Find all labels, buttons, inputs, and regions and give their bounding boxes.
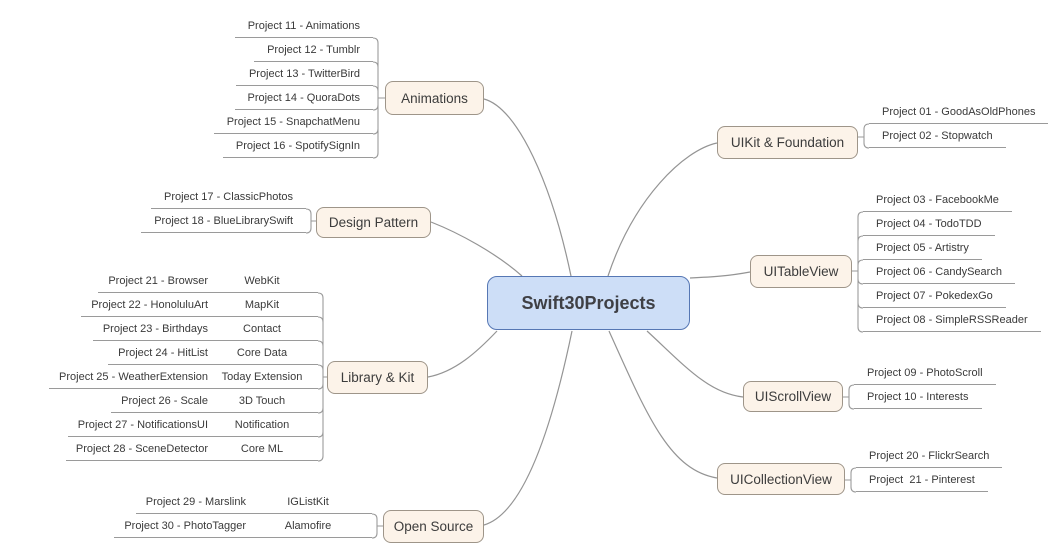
open-source-bracket: [371, 513, 383, 539]
branch-uicollectionview[interactable]: UICollectionView: [717, 463, 845, 495]
topic-project-26[interactable]: Project 26 - Scale 3D Touch: [111, 390, 318, 413]
topic-project-13[interactable]: Project 13 - TwitterBird: [235, 63, 373, 86]
topic-project-20[interactable]: Project 20 - FlickrSearch: [856, 445, 1003, 468]
branch-uitableview[interactable]: UITableView: [750, 255, 852, 288]
topic-label: Project 29 - Marslink: [145, 495, 246, 508]
uikit-foundation-bracket: [858, 123, 870, 149]
topic-project-18[interactable]: Project 18 - BlueLibrarySwift: [141, 210, 306, 233]
topic-project-08[interactable]: Project 08 - SimpleRSSReader: [863, 309, 1041, 332]
topic-project-01[interactable]: Project 01 - GoodAsOldPhones: [869, 101, 1049, 124]
topic-project-16[interactable]: Project 16 - SpotifySignIn: [222, 135, 373, 158]
topic-label: Project 26 - Scale: [121, 394, 208, 407]
topic-tag: Notification: [234, 418, 290, 431]
topic-project-23[interactable]: Project 23 - Birthdays Contact: [92, 318, 318, 341]
branch-design-pattern[interactable]: Design Pattern: [316, 207, 431, 238]
main-curves: [427, 98, 751, 526]
topic-project-21[interactable]: Project 21 - Browser WebKit: [98, 270, 318, 293]
branch-library-kit[interactable]: Library & Kit: [327, 361, 428, 394]
topic-tag: 3D Touch: [238, 394, 286, 407]
design-pattern-bracket: [305, 208, 316, 234]
animations-bracket: [372, 37, 385, 159]
topic-tag: Core Data: [236, 346, 288, 359]
topic-label: Project 22 - HonoluluArt: [91, 298, 208, 311]
uicollectionview-bracket: [845, 467, 857, 493]
topic-label: Project 27 - NotificationsUI: [77, 418, 208, 431]
topic-project-04[interactable]: Project 04 - TodoTDD: [863, 213, 995, 236]
branch-uiscrollview[interactable]: UIScrollView: [743, 381, 843, 412]
topic-project-21-pinterest[interactable]: Project 21 - Pinterest: [856, 469, 988, 492]
topic-project-29[interactable]: Project 29 - Marslink IGListKit: [135, 491, 372, 514]
topic-project-28[interactable]: Project 28 - SceneDetector Core ML: [65, 438, 318, 461]
branch-animations[interactable]: Animations: [385, 81, 484, 115]
topic-tag: MapKit: [244, 298, 280, 311]
topic-project-09[interactable]: Project 09 - PhotoScroll: [854, 362, 996, 385]
topic-project-10[interactable]: Project 10 - Interests: [854, 386, 982, 409]
topic-label: Project 30 - PhotoTagger: [124, 519, 246, 532]
topic-tag: WebKit: [244, 274, 280, 287]
topic-project-11[interactable]: Project 11 - Animations: [234, 15, 373, 38]
topic-project-14[interactable]: Project 14 - QuoraDots: [234, 87, 373, 110]
topic-project-17[interactable]: Project 17 - ClassicPhotos: [151, 186, 306, 209]
topic-project-30[interactable]: Project 30 - PhotoTagger Alamofire: [114, 515, 372, 538]
central-topic[interactable]: Swift30Projects: [487, 276, 690, 330]
topic-label: Project 21 - Browser: [108, 274, 208, 287]
topic-tag: Today Extension: [221, 370, 303, 383]
uiscrollview-bracket: [843, 384, 855, 410]
topic-tag: Alamofire: [284, 519, 332, 532]
topic-project-07[interactable]: Project 07 - PokedexGo: [863, 285, 1006, 308]
branch-open-source[interactable]: Open Source: [383, 510, 484, 543]
topic-label: Project 24 - HitList: [118, 346, 208, 359]
topic-label: Project 25 - WeatherExtension: [59, 370, 208, 383]
topic-tag: Core ML: [240, 442, 284, 455]
branch-uikit-foundation[interactable]: UIKit & Foundation: [717, 126, 858, 159]
topic-project-05[interactable]: Project 05 - Artistry: [863, 237, 982, 260]
topic-project-27[interactable]: Project 27 - NotificationsUI Notificatio…: [67, 414, 318, 437]
topic-project-06[interactable]: Project 06 - CandySearch: [863, 261, 1015, 284]
topic-project-15[interactable]: Project 15 - SnapchatMenu: [213, 111, 373, 134]
topic-project-02[interactable]: Project 02 - Stopwatch: [869, 125, 1006, 148]
topic-tag: IGListKit: [287, 495, 329, 508]
topic-label: Project 23 - Birthdays: [102, 322, 208, 335]
topic-project-24[interactable]: Project 24 - HitList Core Data: [108, 342, 318, 365]
topic-project-12[interactable]: Project 12 - Tumblr: [254, 39, 373, 62]
topic-label: Project 28 - SceneDetector: [75, 442, 208, 455]
uitableview-bracket: [852, 211, 864, 333]
topic-project-22[interactable]: Project 22 - HonoluluArt MapKit: [81, 294, 318, 317]
library-kit-bracket: [317, 292, 327, 462]
topic-project-03[interactable]: Project 03 - FacebookMe: [863, 189, 1012, 212]
topic-project-25[interactable]: Project 25 - WeatherExtension Today Exte…: [49, 366, 318, 389]
topic-tag: Contact: [243, 322, 281, 335]
